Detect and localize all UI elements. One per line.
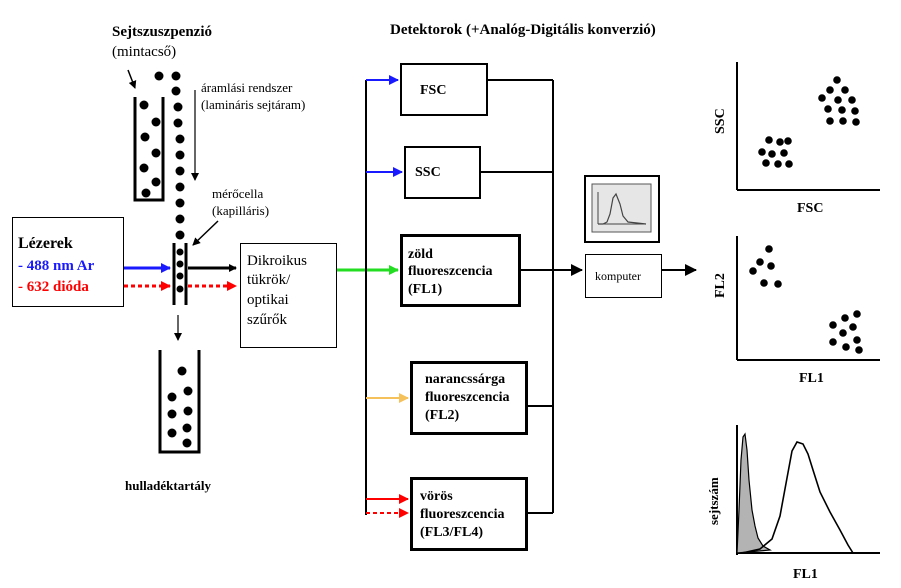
sample-arrow bbox=[127, 69, 137, 89]
red-detector-box bbox=[410, 477, 528, 551]
ssc-detector-box bbox=[404, 146, 481, 199]
orange-detector-label-1: narancssárga bbox=[425, 372, 506, 387]
plot2-ylabel: FL2 bbox=[713, 273, 728, 298]
fsc-detector-label: FSC bbox=[420, 83, 447, 98]
plot1-ylabel: SSC bbox=[713, 108, 728, 134]
measuring-cell bbox=[172, 243, 188, 305]
green-detector-label-2: fluoreszcencia bbox=[408, 264, 493, 279]
red-detector-label-3: (FL3/FL4) bbox=[420, 525, 483, 540]
orange-detector-label-3: (FL2) bbox=[425, 408, 460, 423]
laser-blue-label: - 488 nm Ar bbox=[18, 258, 95, 274]
green-detector-label-1: zöld bbox=[408, 247, 433, 262]
cell-pointer-arrow bbox=[192, 220, 219, 246]
flow-label-1: áramlási rendszer bbox=[201, 80, 293, 95]
cell-label-1: mérőcella bbox=[212, 186, 264, 201]
laser-red-label: - 632 dióda bbox=[18, 279, 89, 295]
red-detector-label-1: vörös bbox=[420, 489, 453, 504]
plot3-ylabel: sejtszám bbox=[706, 477, 721, 525]
waste-label: hulladéktartály bbox=[125, 478, 211, 493]
dichroic-label-4: szűrők bbox=[247, 312, 287, 328]
computer-box bbox=[585, 254, 662, 298]
laser-box bbox=[12, 217, 124, 307]
sample-subtitle: (mintacső) bbox=[112, 44, 177, 60]
dichroic-label-2: tükrök/ bbox=[247, 272, 291, 288]
orange-detector-label-2: fluoreszcencia bbox=[425, 390, 510, 405]
ssc-detector-label: SSC bbox=[415, 165, 441, 180]
green-detector-label-3: (FL1) bbox=[408, 282, 443, 297]
sample-tube bbox=[133, 97, 165, 202]
fsc-detector-box bbox=[400, 63, 488, 116]
red-detector-label-2: fluoreszcencia bbox=[420, 507, 505, 522]
sample-title: Sejtszuszpenzió bbox=[112, 24, 212, 40]
plot2-xlabel: FL1 bbox=[799, 371, 824, 386]
monitor bbox=[584, 175, 660, 243]
detectors-title: Detektorok (+Analóg-Digitális konverzió) bbox=[390, 22, 656, 38]
plot-histogram bbox=[736, 425, 880, 555]
waste-tube bbox=[158, 350, 201, 454]
computer-label: komputer bbox=[595, 269, 641, 283]
flow-label-2: (lamináris sejtáram) bbox=[201, 97, 306, 112]
laser-title: Lézerek bbox=[18, 235, 73, 252]
laminar-stream bbox=[154, 71, 185, 240]
green-detector-box bbox=[400, 234, 521, 307]
dichroic-box bbox=[240, 243, 337, 348]
dichroic-label-1: Dikroikus bbox=[247, 253, 307, 269]
dichroic-label-3: optikai bbox=[247, 292, 289, 308]
plot3-xlabel: FL1 bbox=[793, 567, 818, 582]
plot1-xlabel: FSC bbox=[797, 201, 824, 216]
cell-label-2: (kapilláris) bbox=[212, 203, 270, 218]
orange-detector-box bbox=[410, 361, 528, 435]
plot-ssc-fsc bbox=[736, 62, 880, 191]
plot-fl2-fl1 bbox=[736, 236, 880, 361]
